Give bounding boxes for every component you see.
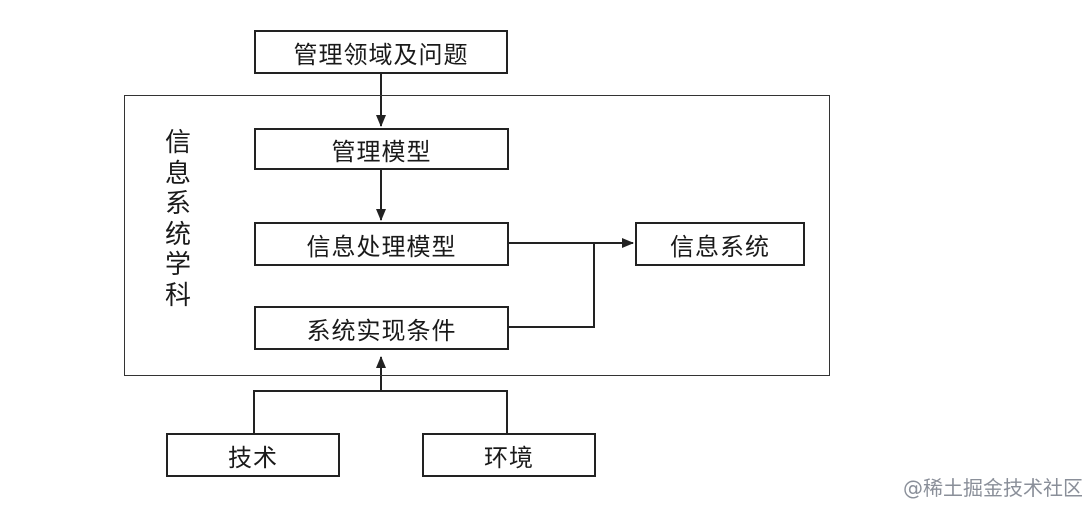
edge-environment-to-container [381,390,508,433]
container-label-char: 系 [164,189,191,219]
node-info-system-label: 信息系统 [670,232,770,261]
node-mgmt-model: 管理模型 [254,128,509,170]
container-label-vertical: 信 息 系 统 学 科 [160,128,196,311]
container-label-char: 科 [164,280,191,311]
node-mgmt-model-label: 管理模型 [331,137,432,166]
node-mgmt-domain: 管理领域及问题 [254,30,508,74]
node-mgmt-domain-label: 管理领域及问题 [293,40,469,69]
node-info-system: 信息系统 [635,222,805,266]
node-environment: 环境 [422,433,596,477]
node-info-processing-model-label: 信息处理模型 [306,232,457,261]
container-label-char: 统 [164,219,191,250]
node-technology-label: 技术 [228,443,278,472]
node-system-conditions: 系统实现条件 [254,306,509,350]
edge-technology-to-container [253,390,381,433]
edge-conditions-to-system [509,243,595,328]
node-info-processing-model: 信息处理模型 [254,222,509,266]
watermark: @稀土掘金技术社区 [903,476,1082,500]
container-label-char: 学 [164,250,191,280]
node-environment-label: 环境 [484,443,534,472]
container-label-char: 信 [164,128,191,158]
node-technology: 技术 [166,433,340,477]
info-system-discipline-container [124,95,830,376]
container-label-char: 息 [164,158,191,189]
node-system-conditions-label: 系统实现条件 [306,316,457,345]
